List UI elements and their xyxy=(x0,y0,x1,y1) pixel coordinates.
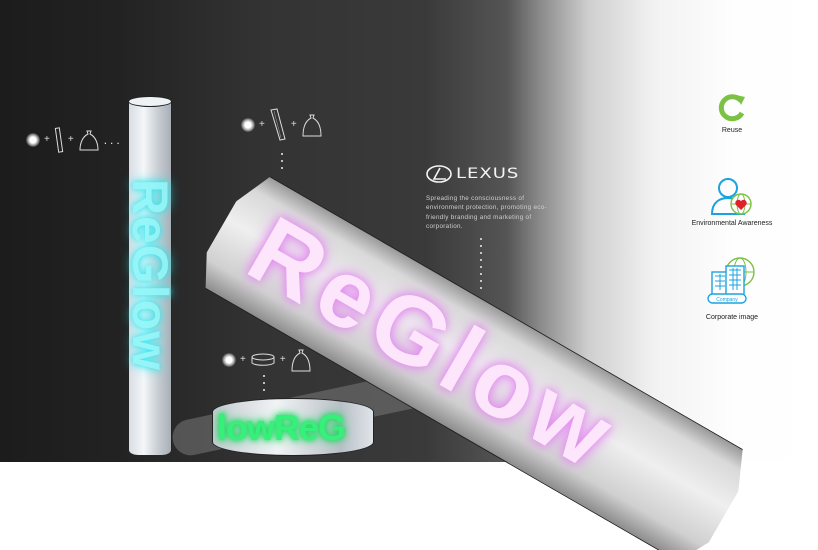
plus-sign: + xyxy=(279,354,286,365)
connector-dots xyxy=(281,153,284,174)
sparkle-icon xyxy=(222,353,236,367)
brand-description: Spreading the consciousness of environme… xyxy=(426,195,547,230)
recycle-arrow-icon xyxy=(718,94,745,122)
connector-dots xyxy=(480,238,483,294)
plus-sign: + xyxy=(44,134,50,145)
lexus-emblem-icon xyxy=(426,164,452,183)
stick-cap xyxy=(128,96,172,107)
plus-sign: + xyxy=(67,134,74,145)
benefit-reuse: Reuse xyxy=(672,93,792,134)
person-globe-heart-icon xyxy=(710,178,752,215)
sparkle-icon xyxy=(241,118,255,132)
trash-bag-icon xyxy=(302,114,322,137)
connector-dots xyxy=(263,375,266,396)
reglow-bracelet: lowReG xyxy=(212,398,374,456)
plus-sign: + xyxy=(259,119,265,130)
reglow-stick xyxy=(128,100,172,455)
plus-sign: + xyxy=(240,354,246,365)
benefit-environmental-awareness: Environmental Awareness xyxy=(672,176,792,227)
stick-icon xyxy=(54,127,64,153)
trash-bag-icon xyxy=(291,349,311,372)
lexus-logo: LEXUS xyxy=(426,163,556,184)
tube-formula: + + xyxy=(241,108,323,142)
lexus-brand-block: LEXUS Spreading the consciousness of env… xyxy=(426,163,556,231)
building-globe-icon: Company xyxy=(707,257,755,304)
bracelet-glow-text: lowReG xyxy=(217,407,346,448)
benefit-label: Reuse xyxy=(721,127,743,134)
plus-sign: + xyxy=(290,119,297,130)
lexus-wordmark: LEXUS xyxy=(456,165,520,182)
stick-icon xyxy=(270,108,286,141)
sparkle-icon xyxy=(26,133,40,147)
trash-bag-icon xyxy=(79,130,99,151)
benefit-label: Corporate image xyxy=(705,314,759,321)
svg-text:Company: Company xyxy=(716,297,738,303)
benefit-label: Environmental Awareness xyxy=(691,220,773,227)
stick-formula: + + ... xyxy=(26,127,123,153)
bracelet-icon xyxy=(251,353,275,366)
bracelet-formula: + + xyxy=(222,347,312,373)
ellipsis: ... xyxy=(103,133,123,147)
stick-glow-text: ReGlow xyxy=(122,178,178,372)
benefit-corporate-image: Company Corporate image xyxy=(672,256,792,321)
